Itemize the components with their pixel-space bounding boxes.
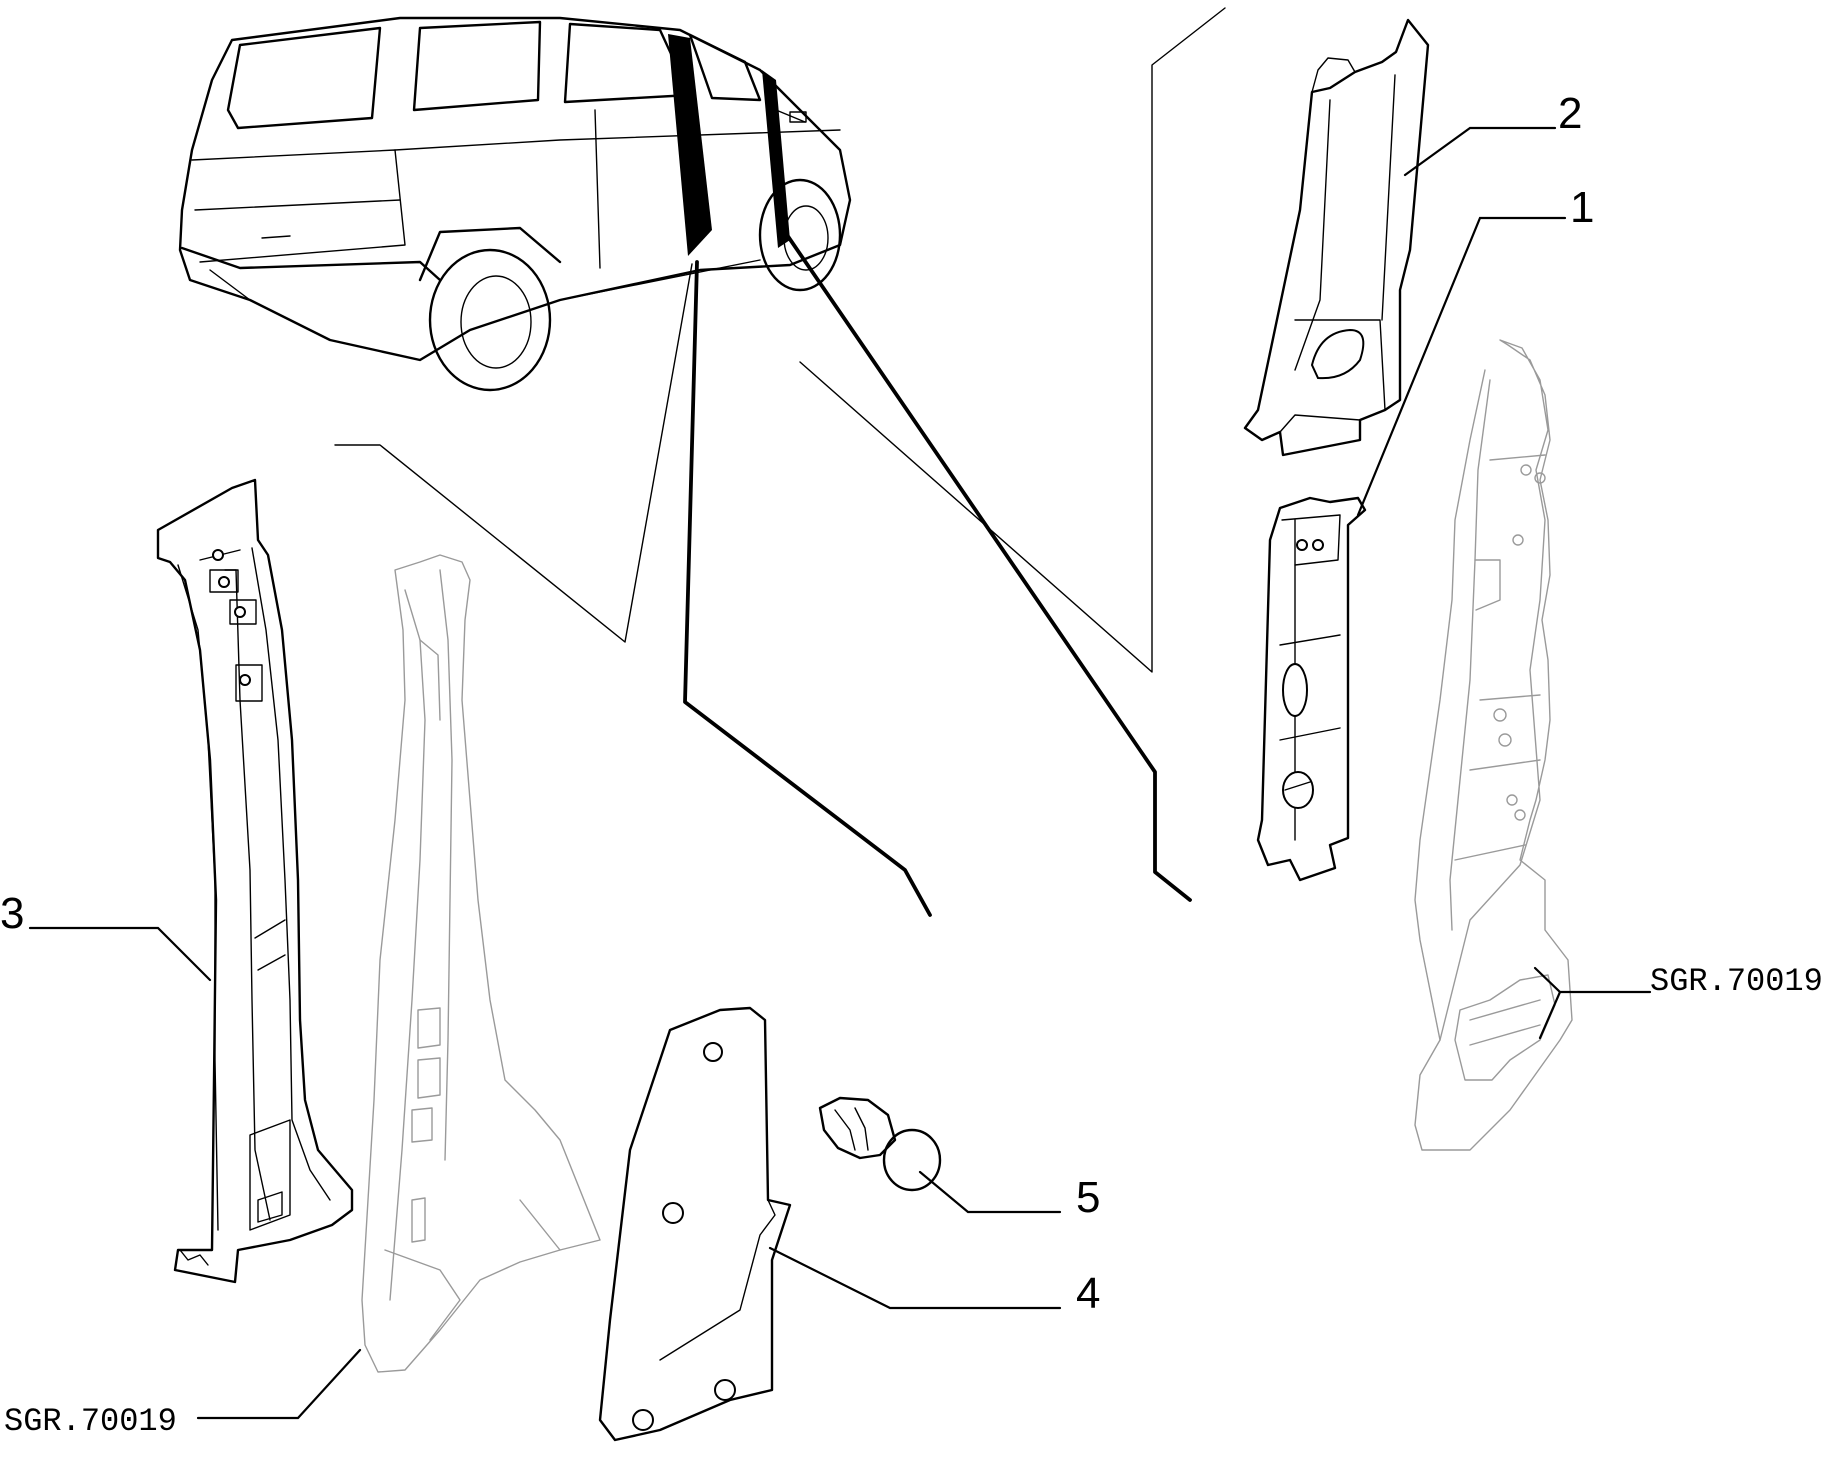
- part-2-upper-pillar: [1243, 18, 1430, 457]
- callout-4: 4: [1076, 1269, 1100, 1318]
- part-3-b-pillar: [156, 478, 354, 1284]
- right-reference-panel: [1414, 339, 1573, 1151]
- vehicle-illustration: [178, 16, 852, 392]
- leader-b-pillar: [683, 260, 932, 917]
- leader-ref-right: [1533, 966, 1652, 994]
- leader-inner-panel: [334, 263, 693, 643]
- part-1-pillar-reinforcement: [1256, 496, 1367, 882]
- leader-ref-left: [196, 1348, 362, 1420]
- leader-callout-4: [768, 1246, 1062, 1310]
- callout-5: 5: [1076, 1173, 1100, 1222]
- inner-reference-panel: [361, 554, 601, 1373]
- leader-a-pillar: [783, 230, 1192, 902]
- callout-3: 3: [0, 889, 24, 938]
- leader-callout-3: [28, 926, 212, 982]
- leader-ref-right-branch: [1538, 990, 1562, 1040]
- leader-callout-2: [1403, 126, 1557, 177]
- part-4-bracket-plate: [598, 1006, 792, 1442]
- reference-code-right: SGR.70019: [1650, 963, 1823, 1000]
- leader-callout-5: [918, 1170, 1062, 1214]
- callout-leaders: [28, 126, 1652, 1420]
- leader-lines: [334, 7, 1226, 917]
- callout-2: 2: [1558, 89, 1582, 138]
- reference-code-left: SGR.70019: [4, 1403, 177, 1440]
- callout-1: 1: [1570, 183, 1594, 232]
- leader-upper-panel: [799, 7, 1226, 673]
- part-5-clip: [818, 1096, 942, 1192]
- leader-callout-1: [1356, 216, 1567, 517]
